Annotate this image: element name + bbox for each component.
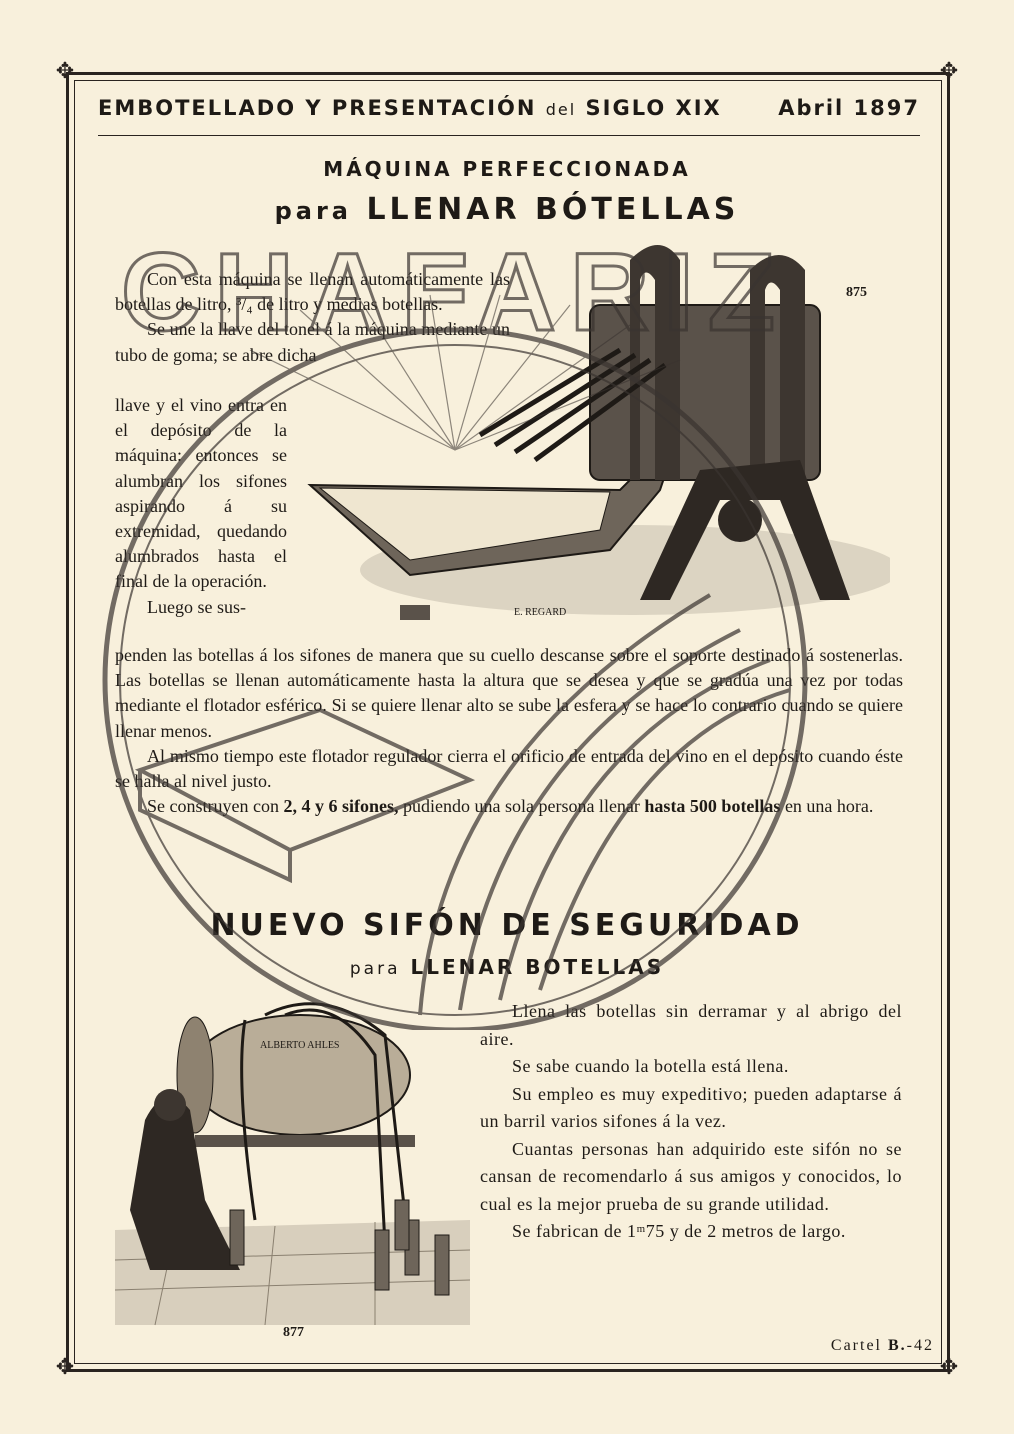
- section1-paragraph-3: penden las botellas á los sifones de man…: [115, 643, 903, 819]
- page-border-outer: [66, 72, 950, 1372]
- corner-ornament-icon: ✥: [939, 58, 959, 83]
- page-header: EMBOTELLADO Y PRESENTACIÓN del SIGLO XIX…: [98, 96, 920, 120]
- corner-ornament-icon: ✥: [55, 1354, 75, 1379]
- barrel-label: ALBERTO AHLES: [260, 1040, 340, 1051]
- corner-ornament-icon: ✥: [55, 58, 75, 83]
- figure-number-875: 875: [846, 285, 867, 300]
- section2-subtitle: para LLENAR BOTELLAS: [349, 955, 665, 979]
- section1-title-line2: para LLENAR BÓTELLAS: [274, 192, 740, 227]
- page-footer: Cartel B.-42: [830, 1337, 934, 1354]
- section2-title: NUEVO SIFÓN DE SEGURIDAD: [210, 908, 804, 943]
- figure-number-877: 877: [283, 1325, 304, 1340]
- section1-paragraph-1: Con esta máquina se llenan automáticamen…: [115, 269, 510, 365]
- header-rule: [98, 135, 920, 136]
- section1-paragraph-2-wrap: llave y el vino entra en el depósito de …: [115, 395, 287, 617]
- header-date: Abril 1897: [778, 96, 920, 120]
- siphon-barrel-illustration: ALBERTO AHLES: [115, 1002, 470, 1326]
- section2-text: Llena las botellas sin derramar y al abr…: [480, 1001, 902, 1241]
- corner-ornament-icon: ✥: [939, 1354, 959, 1379]
- engraver-signature: E. REGARD: [514, 607, 567, 618]
- section1-title-line1: MÁQUINA PERFECCIONADA: [323, 157, 691, 181]
- header-title: EMBOTELLADO Y PRESENTACIÓN del SIGLO XIX: [98, 96, 722, 120]
- page-border-inner: [74, 80, 942, 1364]
- section1-paragraph-5: Se construyen con 2, 4 y 6 sifones, pudi…: [147, 796, 874, 817]
